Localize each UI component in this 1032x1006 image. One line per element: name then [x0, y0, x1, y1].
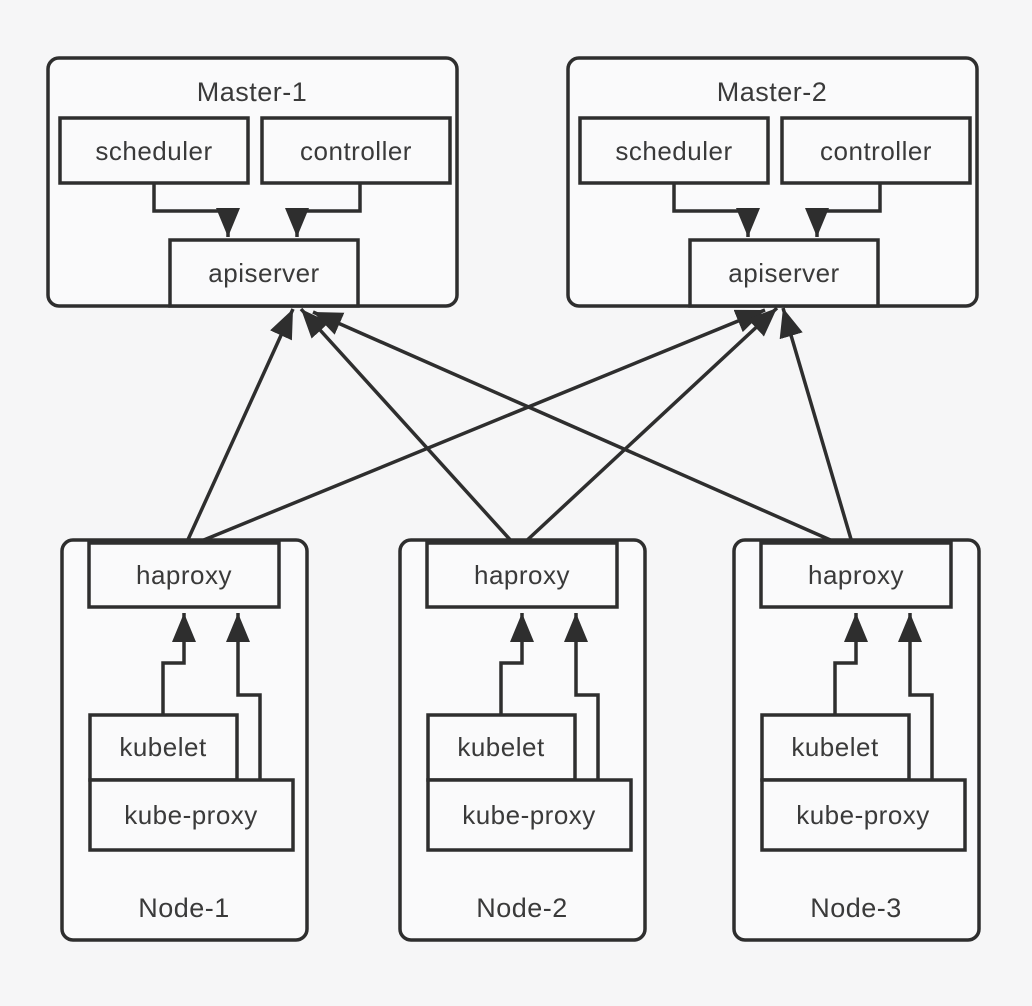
node-2-title: Node-2 [476, 893, 568, 923]
node-3-group: haproxy kubelet kube-proxy Node-3 [732, 538, 981, 942]
edge-node1-kubelet-to-haproxy [161, 613, 196, 715]
edge-node2-haproxy-to-master2-apiserver [521, 306, 779, 546]
node-2-kubeproxy-box [426, 778, 633, 852]
edge-node3-kubeproxy-to-haproxy [898, 613, 934, 780]
master-1-title: Master-1 [197, 77, 308, 107]
edge-node2-kubeproxy-to-haproxy [564, 613, 600, 780]
node-1-haproxy-label: haproxy [136, 560, 232, 590]
node-3-kubeproxy-box [760, 778, 967, 852]
master-2-controller-box [780, 116, 972, 185]
node-1-haproxy-box [87, 541, 281, 609]
edge-node3-haproxy-to-master1-apiserver [312, 310, 845, 548]
node-1-group: haproxy kubelet kube-proxy Node-1 [60, 538, 309, 942]
master-1-controller-label: controller [300, 136, 412, 166]
master-1-scheduler-box [58, 116, 250, 185]
node-2-kubeproxy-label: kube-proxy [462, 800, 596, 830]
haproxy-to-apiserver-edges [184, 306, 855, 548]
master-1-apiserver-box [168, 238, 360, 308]
node-1-kubeproxy-box [88, 778, 295, 852]
edge-master1-controller-to-apiserver [285, 183, 362, 237]
node-3-title: Node-3 [810, 893, 902, 923]
edge-node2-kubelet-to-haproxy [499, 613, 534, 715]
edge-master2-scheduler-to-apiserver [672, 183, 760, 237]
node-1-title: Node-1 [138, 893, 230, 923]
master-2-scheduler-label: scheduler [615, 136, 732, 166]
node-3-kubelet-box [760, 713, 911, 782]
node-3-kubelet-label: kubelet [791, 732, 879, 762]
master-1-apiserver-label: apiserver [208, 258, 319, 288]
node-2-haproxy-label: haproxy [474, 560, 570, 590]
master-2-title: Master-2 [717, 77, 828, 107]
edge-master2-controller-to-apiserver [805, 183, 882, 237]
master-1-controller-box [260, 116, 452, 185]
node-2-group: haproxy kubelet kube-proxy Node-2 [398, 538, 647, 942]
node-1-kubelet-box [88, 713, 239, 782]
node-3-haproxy-label: haproxy [808, 560, 904, 590]
node-3-haproxy-box [759, 541, 953, 609]
master-2-controller-label: controller [820, 136, 932, 166]
edge-node2-haproxy-to-master1-apiserver [299, 307, 516, 546]
node-2-kubelet-label: kubelet [457, 732, 545, 762]
edge-node3-haproxy-to-master2-apiserver [779, 307, 855, 547]
node-2-kubelet-box [426, 713, 577, 782]
edge-node1-kubeproxy-to-haproxy [226, 613, 262, 780]
edge-node3-kubelet-to-haproxy [833, 613, 868, 715]
edge-node1-haproxy-to-master2-apiserver [193, 308, 766, 546]
master-2-apiserver-box [688, 238, 880, 308]
master-2-group: Master-2 scheduler controller apiserver [566, 56, 979, 308]
node-2-haproxy-box [425, 541, 619, 609]
edge-master1-scheduler-to-apiserver [152, 183, 240, 237]
node-1-kubeproxy-label: kube-proxy [124, 800, 258, 830]
node-3-kubeproxy-label: kube-proxy [796, 800, 930, 830]
master-1-scheduler-label: scheduler [95, 136, 212, 166]
master-2-apiserver-label: apiserver [728, 258, 839, 288]
master-2-scheduler-box [578, 116, 770, 185]
node-1-kubelet-label: kubelet [119, 732, 207, 762]
edge-node1-haproxy-to-master1-apiserver [184, 308, 295, 545]
master-1-group: Master-1 scheduler controller apiserver [46, 56, 459, 308]
